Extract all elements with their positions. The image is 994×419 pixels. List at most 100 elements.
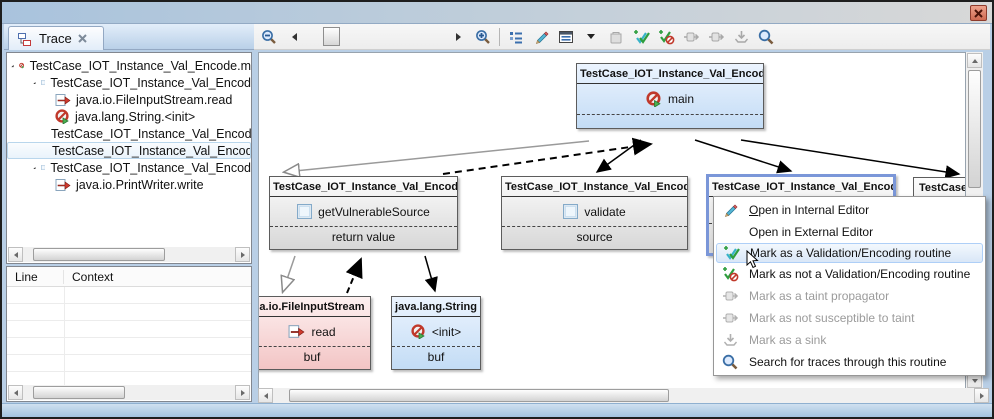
scroll-right-button[interactable]: [235, 385, 250, 400]
tree-item-selected[interactable]: TestCase_IOT_Instance_Val_Encod: [7, 142, 251, 159]
pencil-icon: [720, 202, 740, 218]
mouse-cursor: [746, 250, 759, 269]
edge-getvulnerablesource-to-init: [424, 255, 438, 293]
menu-item-open-external-editor[interactable]: Open in External Editor: [716, 221, 983, 243]
blocked-source-icon: [55, 109, 69, 124]
search-icon: [720, 354, 740, 370]
zoom-in-icon: [476, 29, 490, 44]
tree-item-label: java.io.FileInputStream.read: [76, 92, 233, 107]
right-arrow-icon: [240, 389, 245, 396]
tree-item-label: TestCase_IOT_Instance_Val_Encod: [50, 75, 251, 90]
graph-edges: [259, 137, 961, 389]
scroll-left-button[interactable]: [258, 388, 273, 403]
tree-hscrollbar[interactable]: [8, 247, 250, 262]
menu-item-search-traces[interactable]: Search for traces through this routine: [716, 351, 983, 373]
checkbox-icon[interactable]: [297, 204, 313, 219]
context-table: Line Context: [6, 266, 252, 402]
tree-item-label: java.io.PrintWriter.write: [76, 177, 204, 192]
zoom-slider[interactable]: [310, 27, 442, 46]
search-traces-button[interactable]: [757, 28, 775, 46]
mark-validation-button[interactable]: [632, 28, 650, 46]
graph-node-getvulnerablesource[interactable]: TestCase_IOT_Instance_Val_Encode getVuln…: [269, 176, 458, 250]
tree-item[interactable]: TestCase_IOT_Instance_Val_Encod: [7, 74, 251, 91]
tree-hscroll-thumb[interactable]: [33, 248, 165, 261]
right-arrow-icon: [240, 251, 245, 258]
checkbox-icon[interactable]: [563, 204, 579, 219]
menu-item-mark-not-validation[interactable]: Mark as not a Validation/Encoding routin…: [716, 263, 983, 285]
menu-item-open-internal-editor[interactable]: Open in Internal Editor: [716, 199, 983, 221]
edge-return-read-to-getvulnerablesource: [345, 257, 363, 294]
zoom-slider-thumb[interactable]: [323, 27, 340, 46]
view-menu-button[interactable]: [557, 28, 575, 46]
tree-item[interactable]: java.io.FileInputStream.read: [7, 91, 251, 108]
table-hscrollbar[interactable]: [8, 385, 250, 400]
expander-expanded-icon[interactable]: [33, 164, 36, 172]
graph-node-main[interactable]: TestCase_IOT_Instance_Val_Encode main: [576, 63, 764, 129]
graph-node-fileinputstream-read[interactable]: a.io.FileInputStream read buf: [259, 296, 371, 370]
mark-not-validation-button[interactable]: [657, 28, 675, 46]
outline-list-button[interactable]: [507, 28, 525, 46]
graph-hscroll-thumb[interactable]: [289, 389, 669, 402]
column-header-context[interactable]: Context: [72, 269, 114, 284]
validation-check-blocked-icon: [720, 266, 740, 282]
not-susceptible-icon: [720, 310, 740, 326]
node-title: TestCase_I: [914, 178, 965, 198]
sink-call-icon: [55, 178, 71, 191]
routine-context-menu: Open in Internal Editor Open in External…: [713, 196, 986, 376]
validation-check-plus-icon: [721, 245, 741, 261]
column-header-line[interactable]: Line: [7, 269, 64, 284]
checkbox-icon[interactable]: [40, 161, 46, 174]
node-port-strip: [577, 114, 763, 128]
tree-item-label: TestCase_IOT_Instance_Val_Encode.m: [29, 58, 251, 73]
blocked-source-icon: [19, 62, 25, 69]
node-port-label: source: [502, 226, 687, 249]
tree-item[interactable]: java.lang.String.<init>: [7, 108, 251, 125]
scroll-up-button[interactable]: [967, 53, 982, 68]
tree-item-root[interactable]: TestCase_IOT_Instance_Val_Encode.m: [7, 57, 251, 74]
scroll-left-button[interactable]: [8, 247, 23, 262]
menu-item-mark-validation[interactable]: Mark as a Validation/Encoding routine: [716, 243, 983, 263]
graph-vscroll-thumb[interactable]: [968, 70, 981, 188]
left-arrow-icon: [291, 32, 297, 41]
zoom-out-button[interactable]: [260, 28, 278, 46]
node-port-label: buf: [392, 346, 480, 369]
tab-trace[interactable]: Trace: [8, 26, 104, 50]
tree-item-label: TestCase_IOT_Instance_Val_Encod: [50, 160, 251, 175]
blocked-source-icon: [411, 324, 425, 339]
left-arrow-icon: [13, 251, 18, 258]
up-arrow-icon: [971, 58, 978, 63]
table-header: Line Context: [7, 267, 251, 287]
tree-item[interactable]: java.io.PrintWriter.write: [7, 176, 251, 193]
tab-close-icon[interactable]: [78, 34, 87, 43]
menu-item-label: Mark as not a Validation/Encoding routin…: [749, 267, 971, 281]
view-menu-dropdown[interactable]: [582, 28, 600, 46]
node-title: TestCase_IOT_Instance_Val_Encode: [577, 64, 763, 84]
tree-item[interactable]: TestCase_IOT_Instance_Val_Encod: [7, 159, 251, 176]
slider-right-button[interactable]: [449, 28, 467, 46]
zoom-in-button[interactable]: [474, 28, 492, 46]
menu-item-label: Search for traces through this routine: [749, 355, 947, 369]
menu-item-label: Mark as not susceptible to taint: [749, 311, 915, 325]
scroll-right-button[interactable]: [235, 247, 250, 262]
table-hscroll-thumb[interactable]: [33, 386, 125, 399]
scroll-left-button[interactable]: [8, 385, 23, 400]
checkbox-icon[interactable]: [40, 76, 46, 89]
graph-hscrollbar[interactable]: [258, 388, 989, 403]
expander-expanded-icon[interactable]: [11, 62, 14, 70]
marker-pencil-button[interactable]: [532, 28, 550, 46]
expander-expanded-icon[interactable]: [33, 79, 36, 87]
toolbar-separator: [499, 27, 500, 46]
menu-item-label: Mark as a sink: [749, 333, 827, 347]
slider-left-button[interactable]: [285, 28, 303, 46]
scroll-right-button[interactable]: [974, 388, 989, 403]
validation-check-blocked-icon: [659, 29, 675, 44]
graph-node-validate[interactable]: TestCase_IOT_Instance_Val_Encode validat…: [501, 176, 688, 250]
right-arrow-icon: [455, 32, 461, 41]
edge-main-to-selected-node: [694, 139, 793, 174]
trace-tree: TestCase_IOT_Instance_Val_Encode.m TestC…: [6, 52, 252, 264]
close-button[interactable]: [970, 5, 987, 21]
node-port-label: return value: [270, 226, 457, 249]
node-title: java.lang.String: [392, 297, 480, 317]
graph-node-string-init[interactable]: java.lang.String <init> buf: [391, 296, 481, 370]
tree-item[interactable]: TestCase_IOT_Instance_Val_Encod: [7, 125, 251, 142]
